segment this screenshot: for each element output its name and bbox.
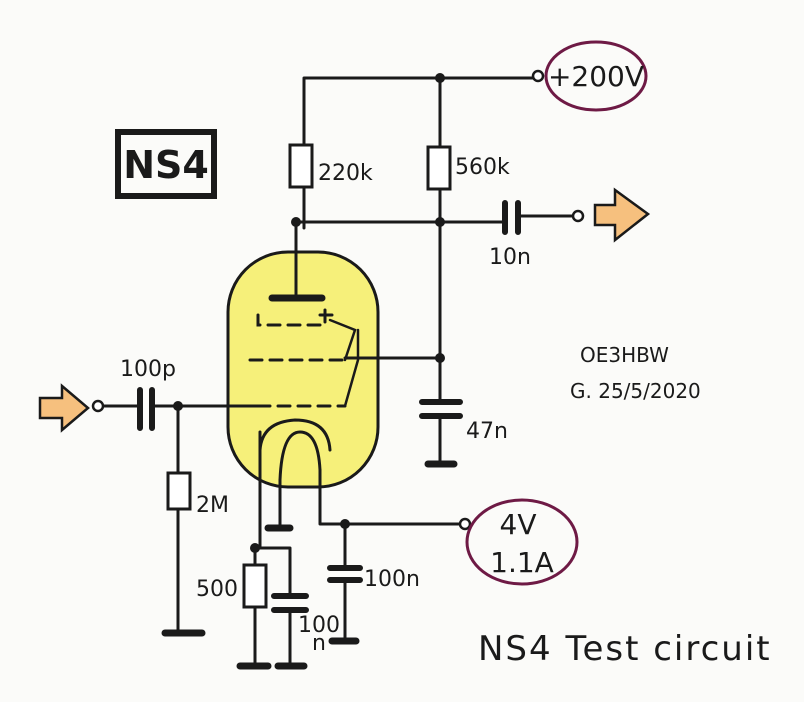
heater-spec-circle [465, 498, 579, 586]
supply-terminal [531, 69, 545, 83]
label-heater-cap: 100n [364, 567, 420, 592]
resistor-220k [288, 143, 314, 189]
author-date: G. 25/5/2020 [570, 379, 701, 403]
heater-filament [278, 430, 322, 482]
signal-arrows [38, 187, 651, 433]
supply-voltage-circle [544, 40, 648, 112]
capacitor-100p [137, 387, 155, 431]
heater-terminal [458, 517, 472, 531]
resistor-2m [166, 471, 192, 511]
label-cathode-cap-value: 100 [298, 613, 340, 638]
terminals [91, 69, 585, 531]
capacitor-heater-100n [327, 565, 363, 583]
output-arrow [593, 187, 651, 243]
label-2m: 2M [196, 493, 229, 518]
output-terminal [571, 209, 585, 223]
tube-envelope [226, 250, 380, 489]
capacitor-47n [419, 399, 463, 419]
suppressor-grid [256, 308, 337, 327]
capacitor-cathode-100n [271, 593, 309, 613]
label-220k: 220k [318, 161, 373, 186]
ground-symbols [161, 460, 458, 670]
caption-title: NS4 Test circuit [478, 629, 772, 669]
badge-label: NS4 [123, 143, 209, 187]
heater-current-label: 1.1A [490, 546, 554, 579]
label-10n: 10n [489, 245, 531, 270]
cathode [258, 418, 332, 452]
resistor-560k [426, 145, 452, 191]
capacitors [137, 200, 521, 613]
input-terminal [91, 399, 105, 413]
author-callsign: OE3HBW [580, 343, 669, 367]
heater-voltage-label: 4V [500, 508, 537, 541]
badge-frame [115, 129, 217, 199]
resistor-500 [242, 563, 268, 609]
junction-dots [173, 73, 445, 553]
label-500: 500 [196, 577, 238, 602]
tube-electrodes [236, 294, 360, 532]
label-47n: 47n [466, 419, 508, 444]
capacitor-10n [502, 200, 521, 235]
input-arrow [38, 383, 90, 433]
supply-voltage-label: +200V [548, 60, 644, 93]
resistors [166, 143, 452, 609]
label-cathode-cap-unit: n [312, 631, 326, 656]
label-560k: 560k [455, 155, 510, 180]
label-100p: 100p [120, 357, 176, 382]
